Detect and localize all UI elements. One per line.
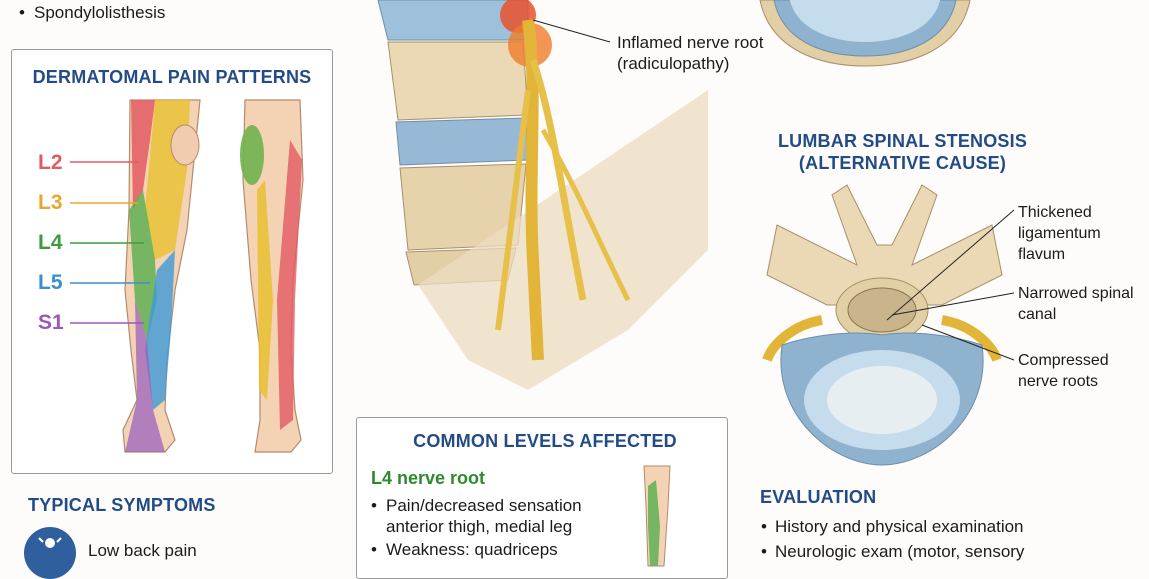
evaluation-title: EVALUATION	[760, 487, 877, 507]
bullet-symbol: •	[371, 496, 377, 515]
symptoms-title: TYPICAL SYMPTOMS	[28, 495, 216, 515]
level-label-l3: L3	[38, 191, 63, 214]
narrowed-spinal-canal-callout: Narrowed spinal canal	[1018, 285, 1134, 323]
inflamed-nerve-root-callout: Inflamed nerve root (radiculopathy)	[617, 33, 764, 73]
evaluation-item-1: History and physical examination	[775, 517, 1024, 536]
top-list-bullet: •	[19, 3, 25, 22]
common-levels-item-1: Pain/decreased sensation anterior thigh,…	[386, 496, 582, 536]
stenosis-cross-section	[762, 184, 1015, 466]
level-label-s1: S1	[38, 311, 64, 334]
thickened-ligamentum-flavum-callout: Thickened ligamentum flavum	[1018, 204, 1101, 263]
compressed-nerve-roots-callout: Compressed nerve roots	[1018, 352, 1109, 390]
common-levels-panel: COMMON LEVELS AFFECTED L4 nerve root • P…	[356, 417, 728, 579]
level-label-l4: L4	[38, 231, 63, 254]
stenosis-title-line2: (ALTERNATIVE CAUSE)	[798, 153, 1007, 173]
disc-cross-section-top	[759, 0, 971, 67]
level-label-l5: L5	[38, 271, 63, 294]
evaluation-item-2: Neurologic exam (motor, sensory	[775, 542, 1025, 561]
bullet-symbol: •	[761, 542, 767, 561]
level-label-l2: L2	[38, 151, 63, 174]
common-levels-title: COMMON LEVELS AFFECTED	[413, 431, 677, 451]
level-leader-lines	[70, 161, 150, 324]
symptoms-first-item: Low back pain	[88, 541, 197, 560]
stenosis-title-line1: LUMBAR SPINAL STENOSIS	[777, 131, 1028, 151]
lumbar-spine-illustration	[377, 0, 708, 390]
back-pain-icon	[24, 527, 76, 579]
l4-nerve-root-subtitle: L4 nerve root	[371, 468, 486, 488]
l4-leg-icon	[643, 465, 671, 567]
top-list-item: Spondylolisthesis	[34, 3, 166, 22]
dermatomal-title: DERMATOMAL PAIN PATTERNS	[32, 67, 312, 87]
bullet-symbol: •	[761, 517, 767, 536]
dermatome-legs-illustration	[122, 99, 304, 453]
